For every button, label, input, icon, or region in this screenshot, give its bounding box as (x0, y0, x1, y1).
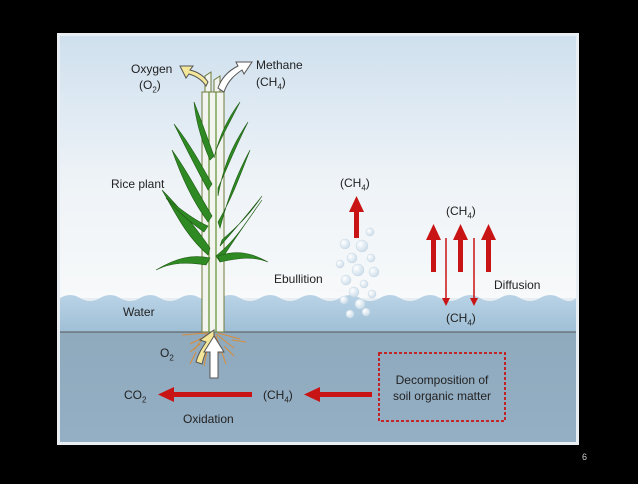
methane-arrow (217, 61, 253, 93)
decomposition-line-1: Decomposition of (395, 373, 489, 387)
oxygen-arrow (179, 65, 209, 87)
ch4-to-oxidation-arrow (158, 387, 252, 402)
bubbles (335, 227, 380, 319)
decomposition-to-ch4-arrow (304, 387, 372, 402)
diffusion-down-arrows (442, 238, 478, 306)
ebullition-arrow (349, 196, 364, 238)
decomposition-line-2: soil organic matter (392, 389, 492, 403)
oxidation-label: Oxidation (183, 412, 234, 426)
page-number: 6 (582, 452, 588, 462)
root-oxygen-arrow (195, 329, 225, 379)
diffusion-label: Diffusion (494, 278, 541, 292)
ch4-diffusion-bottom-label: (CH4) (446, 311, 476, 328)
rice-plant-label: Rice plant (111, 177, 165, 191)
co2-label: CO2 (124, 388, 147, 405)
water-layer (60, 295, 576, 332)
diffusion-up-arrows (426, 224, 496, 272)
methane-label: Methane (256, 58, 303, 72)
water-label: Water (123, 305, 155, 319)
soil-layer (60, 332, 576, 442)
o2-root-label: O2 (160, 346, 174, 363)
ch4-ebullition-label: (CH4) (340, 176, 370, 193)
ch4-soil-label: (CH4) (263, 388, 293, 405)
ebullition-label: Ebullition (274, 272, 323, 286)
ch4-top-label: (CH4) (256, 75, 286, 92)
decomposition-label: Decomposition of soil organic matter (389, 372, 495, 404)
ch4-diffusion-top-label: (CH4) (446, 204, 476, 221)
oxygen-label: Oxygen (131, 62, 173, 76)
decomposition-box (378, 352, 506, 422)
o2-top-label: (O2) (139, 78, 161, 95)
rice-plant (155, 71, 269, 369)
